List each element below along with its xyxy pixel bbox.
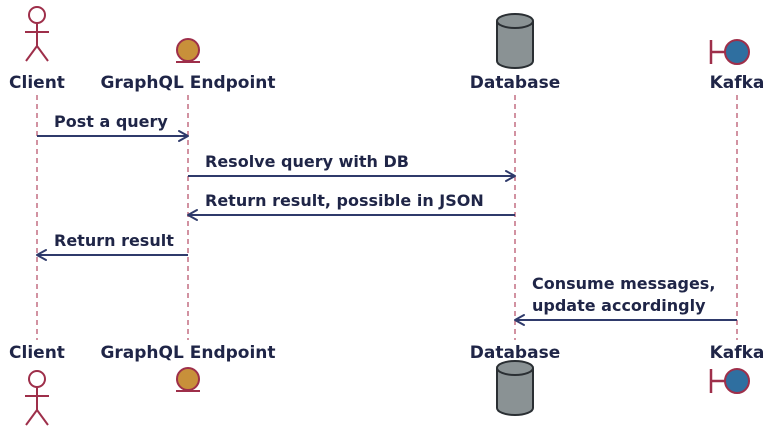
arrowhead-icon <box>187 209 198 221</box>
arrowhead-icon <box>505 170 516 182</box>
message-label: Return result, possible in JSON <box>205 191 484 210</box>
bottom-participant-labels: Client GraphQL Endpoint Database Kafka <box>9 343 764 363</box>
arrowhead-icon <box>178 130 189 142</box>
message-label: Post a query <box>54 112 168 131</box>
message-label: Return result <box>54 231 174 250</box>
participant-label-graphql: GraphQL Endpoint <box>100 73 275 93</box>
message-3: Return result, possible in JSON <box>187 191 515 221</box>
top-participant-icons <box>25 6 750 69</box>
message-5: Consume messages, update accordingly <box>514 274 737 326</box>
message-2: Resolve query with DB <box>188 152 516 182</box>
participant-label-graphql: GraphQL Endpoint <box>100 343 275 363</box>
message-4: Return result <box>36 231 188 261</box>
boundary-icon <box>709 39 750 65</box>
database-icon <box>496 13 534 69</box>
message-label: Consume messages, <box>532 274 715 293</box>
top-participant-labels: Client GraphQL Endpoint Database Kafka <box>9 73 764 93</box>
participant-label-database: Database <box>470 73 560 93</box>
entity-icon <box>176 38 200 63</box>
bottom-participant-icons <box>25 360 750 426</box>
boundary-icon <box>709 368 750 394</box>
message-label: Resolve query with DB <box>205 152 409 171</box>
participant-label-kafka: Kafka <box>710 73 765 93</box>
participant-label-kafka: Kafka <box>710 343 765 363</box>
message-1: Post a query <box>37 112 189 142</box>
actor-icon <box>25 370 49 426</box>
actor-icon <box>25 6 49 62</box>
participant-label-database: Database <box>470 343 560 363</box>
database-icon <box>496 360 534 416</box>
participant-label-client: Client <box>9 73 65 93</box>
message-label: update accordingly <box>532 296 706 315</box>
arrowhead-icon <box>514 314 525 326</box>
participant-label-client: Client <box>9 343 65 363</box>
arrowhead-icon <box>36 249 47 261</box>
entity-icon <box>176 367 200 392</box>
